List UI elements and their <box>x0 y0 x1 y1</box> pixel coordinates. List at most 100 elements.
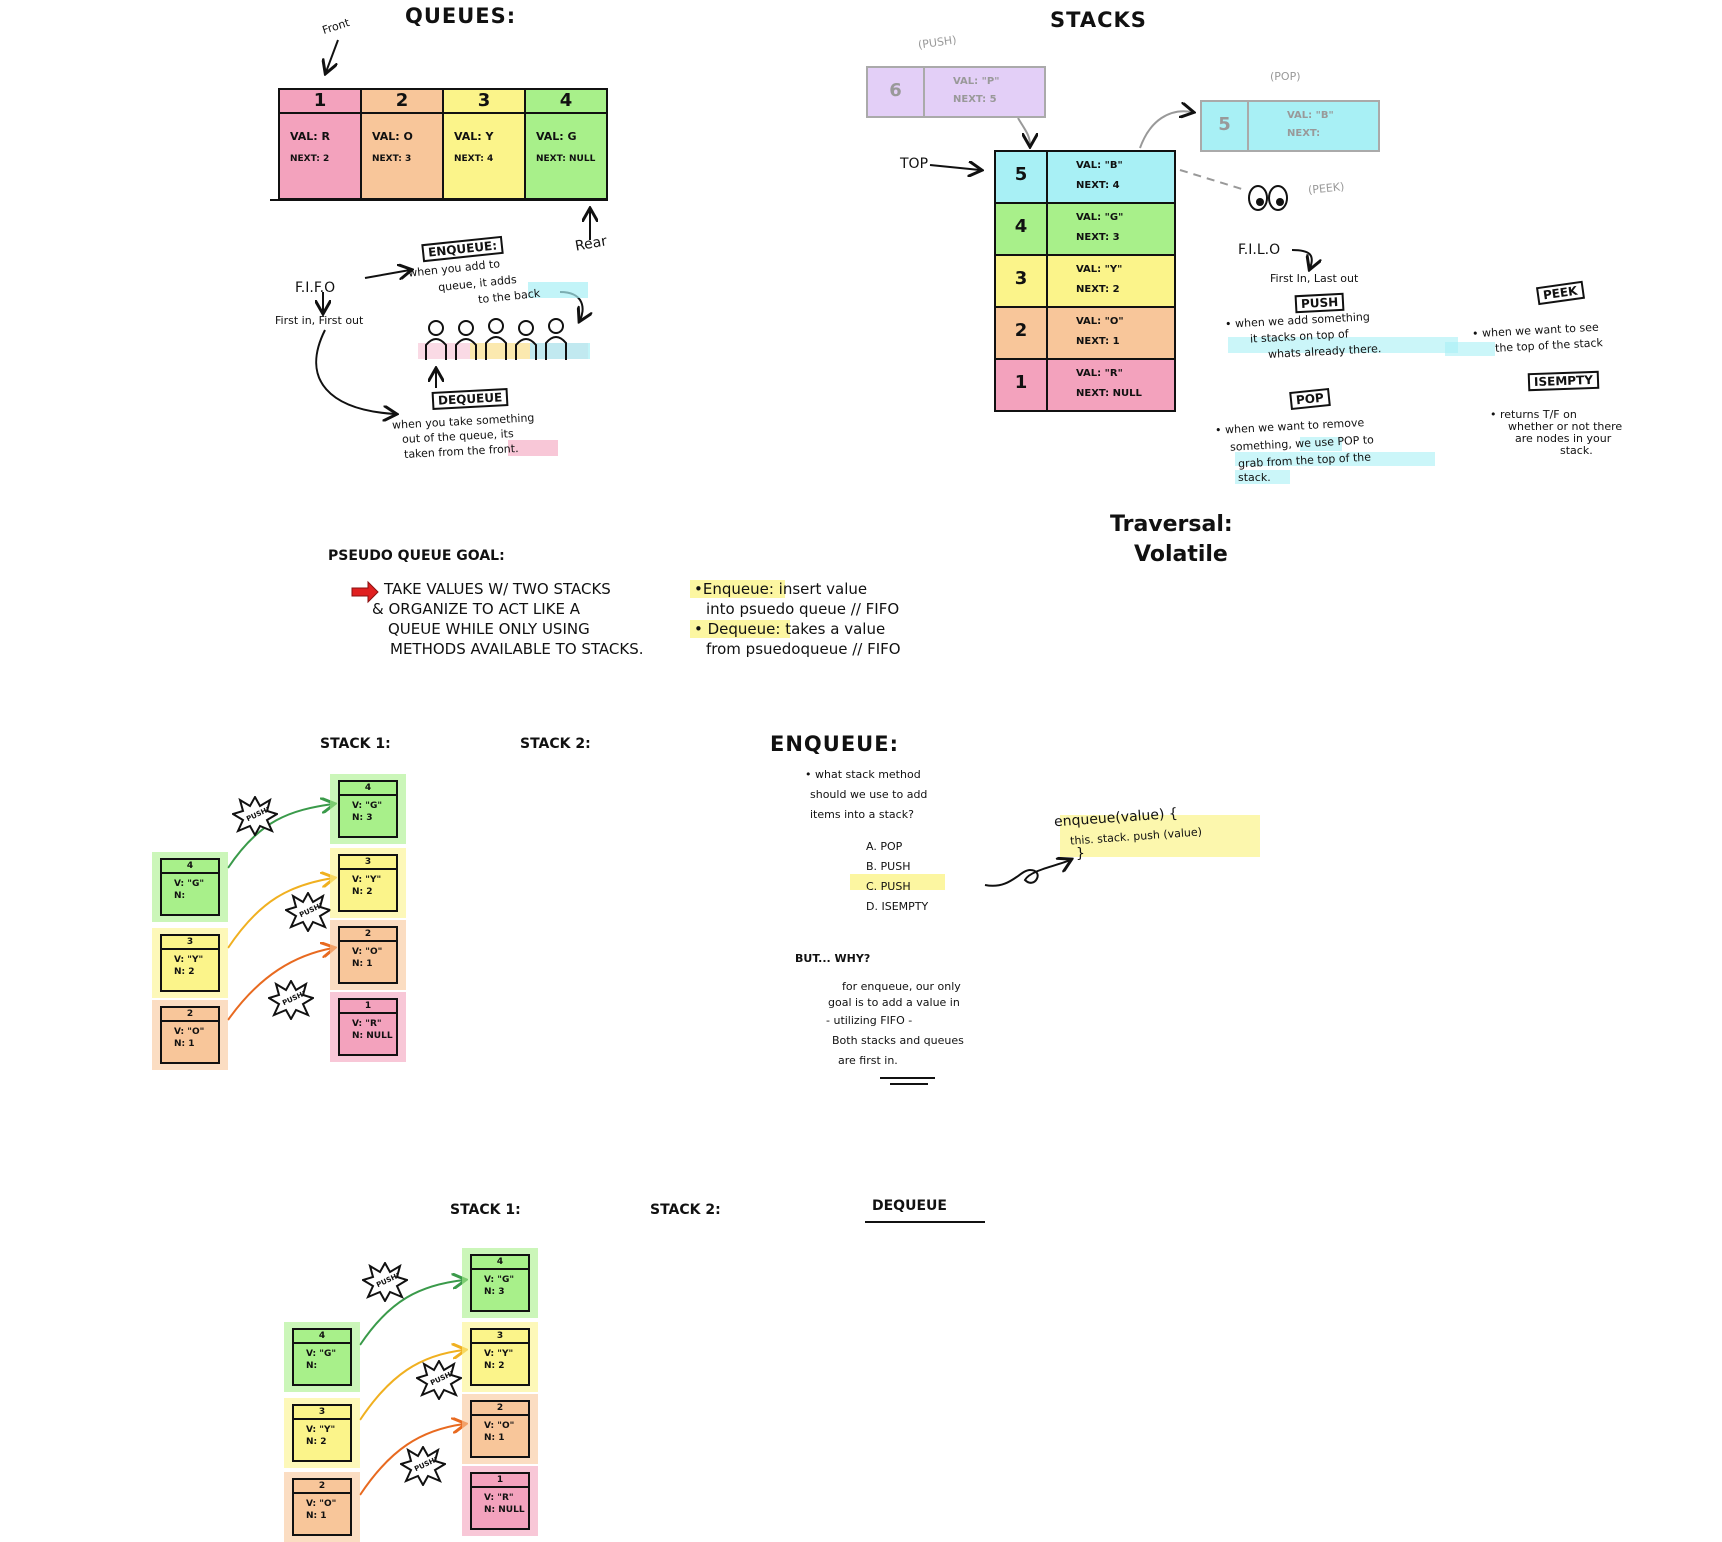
card-value: V: "O" <box>484 1421 515 1431</box>
option-c: C. PUSH <box>866 880 911 893</box>
card-number: 4 <box>162 860 218 874</box>
card-number: 4 <box>340 782 396 796</box>
stack-cell-next: NEXT: 3 <box>1076 232 1120 243</box>
card-next: N: NULL <box>484 1505 525 1515</box>
stack-cell: 4 VAL: "G" NEXT: 3 <box>994 202 1176 256</box>
why-heading: BUT... WHY? <box>795 952 871 965</box>
stack-cell-divider <box>1046 360 1048 410</box>
push-burst-icon: PUSH! <box>285 892 331 932</box>
card-value: V: "G" <box>174 879 205 889</box>
stack-cell-next: NEXT: 1 <box>1076 336 1120 347</box>
card-next: N: 1 <box>484 1433 505 1443</box>
stack-card: 4 V: "G" N: 3 <box>338 780 398 838</box>
goal-line-4: METHODS AVAILABLE TO STACKS. <box>390 640 644 658</box>
option-a: A. POP <box>866 840 903 853</box>
card-next: N: NULL <box>352 1031 393 1041</box>
card-number: 3 <box>162 936 218 950</box>
card-next: N: 2 <box>306 1437 327 1447</box>
goal-enqueue-2: into psuedo queue // FIFO <box>706 600 900 618</box>
fifo-label: F.I.F.O <box>295 280 336 296</box>
queue-cell-number: 3 <box>477 90 491 111</box>
stack-cell: 5 VAL: "B" NEXT: 4 <box>994 150 1176 204</box>
stack-cell-value: VAL: "G" <box>1076 212 1124 223</box>
dequeue-stack2-label: STACK 2: <box>650 1202 721 1218</box>
queue-cell-next: NEXT: NULL <box>536 154 596 164</box>
card-number: 4 <box>472 1256 528 1270</box>
stack-cell-value: VAL: "Y" <box>1076 264 1123 275</box>
pop-label: (POP) <box>1270 70 1301 83</box>
push-burst-icon: PUSH! <box>400 1446 446 1486</box>
queue-cell-number: 2 <box>395 90 409 111</box>
stack-cell: 2 VAL: "O" NEXT: 1 <box>994 306 1176 360</box>
pop-desc-4: stack. <box>1238 471 1271 484</box>
peek-eyes-icon <box>1248 185 1288 211</box>
why-line-4: Both stacks and queues <box>832 1034 964 1047</box>
queue-cell-value: VAL: O <box>372 130 413 143</box>
stack-cell-value: VAL: "O" <box>1076 316 1124 327</box>
stacks-title: STACKS <box>1050 8 1147 32</box>
why-line-3: - utilizing FIFO - <box>826 1014 913 1027</box>
dequeue-heading: DEQUEUE <box>872 1198 947 1214</box>
queue-cell-number: 4 <box>559 90 573 111</box>
stack-cell-value: VAL: "R" <box>1076 368 1123 379</box>
card-value: V: "G" <box>352 801 383 811</box>
stack-card: 4 V: "G" N: <box>160 858 220 916</box>
queue-cell-next: NEXT: 2 <box>290 154 330 164</box>
why-line-1: for enqueue, our only <box>842 980 961 993</box>
card-next: N: 1 <box>174 1039 195 1049</box>
card-value: V: "O" <box>306 1499 337 1509</box>
why-line-2: goal is to add a value in <box>828 996 960 1009</box>
card-value: V: "Y" <box>484 1349 514 1359</box>
volatile-label: Volatile <box>1134 542 1228 567</box>
card-next: N: 2 <box>484 1361 505 1371</box>
isempty-desc-1: • returns T/F on <box>1490 408 1577 421</box>
card-value: V: "O" <box>352 947 383 957</box>
enqueue-stack1-label: STACK 1: <box>320 736 391 752</box>
queue-cell-divider <box>526 112 606 114</box>
stack-cell-number: 5 <box>1014 164 1028 185</box>
goal-line-2: & ORGANIZE TO ACT LIKE A <box>372 600 581 618</box>
stack-card: 3 V: "Y" N: 2 <box>470 1328 530 1386</box>
stack-cell-number: 3 <box>1014 268 1028 289</box>
card-value: V: "G" <box>306 1349 337 1359</box>
push-burst-icon: PUSH! <box>268 980 314 1020</box>
stack-cell-divider <box>1046 152 1048 202</box>
fifo-full: First in, First out <box>275 314 364 327</box>
option-b: B. PUSH <box>866 860 911 873</box>
card-value: V: "Y" <box>174 955 204 965</box>
card-value: V: "R" <box>352 1019 382 1029</box>
card-value: V: "O" <box>174 1027 205 1037</box>
goal-dequeue-2: from psuedoqueue // FIFO <box>706 640 901 658</box>
stack-cell-value: VAL: "B" <box>1076 160 1123 171</box>
stack-cell-number: 4 <box>1014 216 1028 237</box>
goal-arrow-icon <box>351 580 379 604</box>
stack-cell-next: NEXT: NULL <box>1076 388 1142 399</box>
stack-cell-number: 2 <box>1014 320 1028 341</box>
card-next: N: 3 <box>352 813 373 823</box>
stack-cell-next: NEXT: 4 <box>1076 180 1120 191</box>
card-next: N: <box>306 1361 318 1371</box>
queue-people-icon <box>418 318 590 360</box>
card-number: 3 <box>472 1330 528 1344</box>
push-heading: PUSH <box>1294 292 1345 314</box>
card-value: V: "G" <box>484 1275 515 1285</box>
stack-cell-divider <box>1046 308 1048 358</box>
push-burst-icon: PUSH! <box>232 796 278 836</box>
isempty-desc-4: stack. <box>1560 444 1593 457</box>
goal-heading: PSEUDO QUEUE GOAL: <box>328 548 505 564</box>
goal-enqueue-1: •Enqueue: insert value <box>694 580 868 598</box>
why-line-5: are first in. <box>838 1054 898 1067</box>
stack-cell-divider <box>1046 204 1048 254</box>
card-next: N: <box>174 891 186 901</box>
